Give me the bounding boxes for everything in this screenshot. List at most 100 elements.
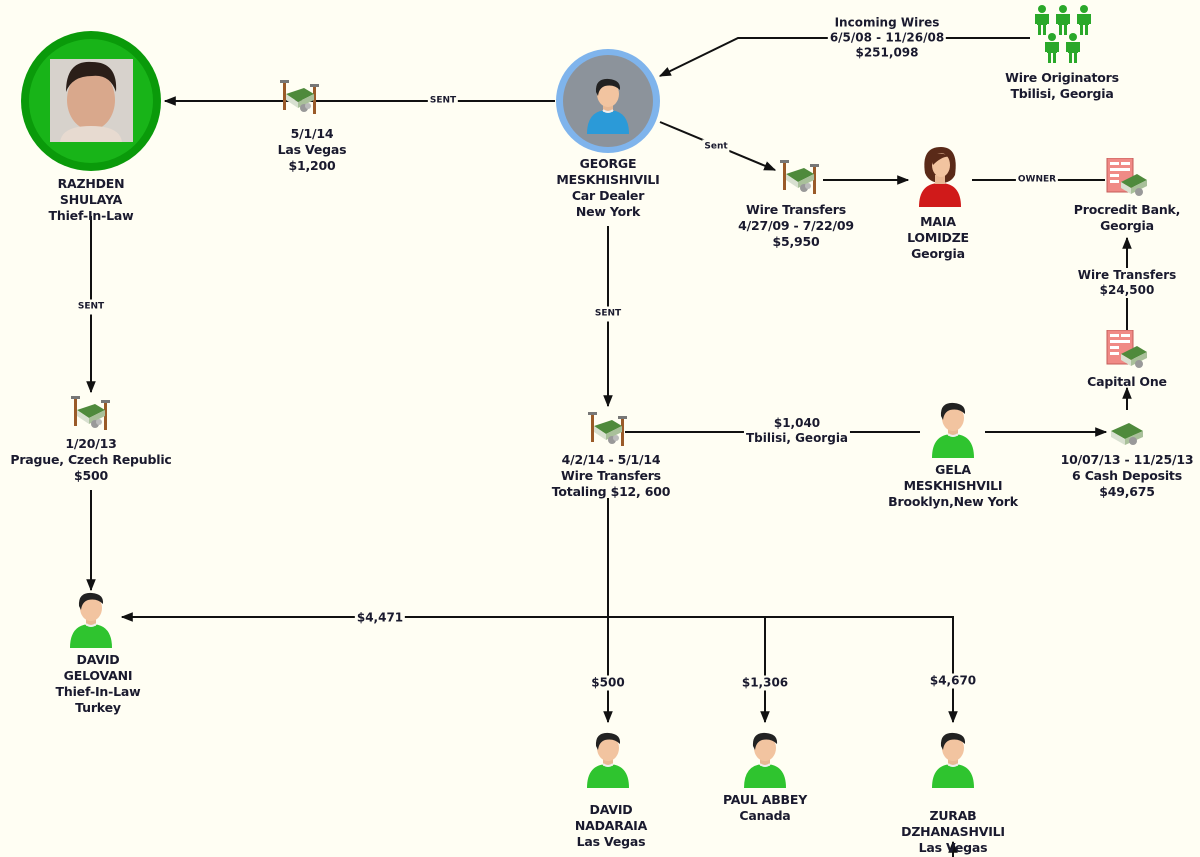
node-label-line: PAUL ABBEY (722, 792, 808, 807)
node-label-line: Georgia (1100, 218, 1154, 233)
group-people-icon[interactable] (1056, 5, 1070, 35)
node-label-line: $49,675 (1099, 484, 1155, 499)
edges-layer (86, 37, 1132, 857)
node-label-line: MESKHISHVILI (903, 478, 1003, 493)
group-people-icon[interactable] (1066, 33, 1080, 63)
edge-label-razhden-to-prague: SENT (75, 299, 107, 315)
node-label-line: LOMIDZE (907, 230, 969, 245)
node-label-line: Turkey (75, 700, 121, 715)
person-female-icon[interactable] (919, 147, 961, 207)
node-label-line: Procredit Bank, (1073, 202, 1181, 217)
node-label-line: Canada (739, 808, 791, 823)
edge-to-zurab (765, 616, 958, 724)
edge-label-maia-procredit: OWNER (1015, 172, 1059, 188)
edge-label-line: $251,098 (855, 45, 919, 60)
edge-label-george-to-lv: SENT (427, 93, 459, 109)
person-green-icon[interactable] (743, 731, 787, 788)
money-stack-icon[interactable] (1111, 423, 1143, 445)
node-label-line: Brooklyn,New York (888, 494, 1018, 509)
group-people-icon[interactable] (1035, 5, 1049, 35)
money-transfer-icon[interactable] (71, 396, 110, 430)
node-label-line: Wire Transfers (561, 468, 661, 483)
edge-label-line: $24,500 (1099, 283, 1155, 297)
node-label-line: $5,950 (772, 234, 820, 249)
node-label-line: Wire Originators (1005, 70, 1119, 85)
node-label-line: 10/07/13 - 11/25/13 (1060, 452, 1194, 467)
edge-label-george-to-wire2014: SENT (592, 306, 624, 322)
node-label-line: ZURAB (929, 808, 977, 823)
edge-to-abbey (608, 616, 770, 724)
node-label-line: Wire Transfers (746, 202, 846, 217)
node-label-line: Prague, Czech Republic (10, 452, 172, 467)
node-label-line: Las Vegas (277, 142, 347, 157)
node-label-line: 6 Cash Deposits (1072, 468, 1182, 483)
node-label-line: 1/20/13 (65, 436, 117, 451)
node-label-line: New York (575, 204, 641, 219)
node-label-line: SHULAYA (59, 192, 123, 207)
nodes-layer (21, 5, 1148, 788)
node-label-line: Tbilisi, Georgia (1010, 86, 1114, 101)
node-label-line: GEORGE (579, 156, 637, 171)
money-transfer-icon[interactable] (588, 412, 627, 446)
edge-label-line: Wire Transfers (1077, 268, 1177, 282)
money-transfer-icon[interactable] (780, 160, 819, 194)
edge-label-line: Incoming Wires (834, 15, 940, 30)
edge-label-line: $1,040 (773, 416, 821, 430)
node-razhden-shulaya[interactable] (21, 31, 161, 171)
edge-label-line: Tbilisi, Georgia (745, 431, 849, 445)
node-label-procredit: Procredit Bank,Georgia (1073, 202, 1181, 234)
person-green-icon[interactable] (931, 401, 975, 458)
edge-label-george-to-wire2009: Sent (702, 139, 730, 155)
edge-label-to-zurab: $4,670 (927, 673, 979, 689)
person-green-icon[interactable] (586, 731, 630, 788)
node-label-line: DZHANASHVILI (901, 824, 1005, 839)
node-label-line: Capital One (1087, 374, 1167, 389)
person-green-icon[interactable] (931, 731, 975, 788)
node-label-line: DAVID (589, 802, 633, 817)
node-label-line: $1,200 (288, 158, 336, 173)
node-label-line: RAZHDEN (57, 176, 125, 191)
node-label-line: Las Vegas (918, 840, 988, 855)
node-label-line: 4/27/09 - 7/22/09 (738, 218, 854, 233)
node-label-line: Thief-In-Law (55, 684, 141, 699)
node-label-line: 4/2/14 - 5/1/14 (561, 452, 661, 467)
money-transfer-icon[interactable] (280, 80, 319, 114)
node-label-line: GELA (935, 462, 971, 477)
node-label-line: GELOVANI (63, 668, 133, 683)
bank-account-icon[interactable] (1106, 158, 1148, 197)
group-people-icon[interactable] (1045, 33, 1059, 63)
node-label-line: NADARAIA (574, 818, 648, 833)
edge-to-gelovani (120, 498, 609, 622)
node-label-line: $500 (74, 468, 108, 483)
edge-label-to-abbey: $1,306 (739, 675, 791, 691)
node-label-line: Thief-In-Law (48, 208, 134, 223)
node-label-line: MAIA (920, 214, 956, 229)
group-people-icon[interactable] (1077, 5, 1091, 35)
node-label-line: 5/1/14 (290, 126, 334, 141)
node-label-line: MESKHISHIVILI (556, 172, 660, 187)
person-green-icon[interactable] (69, 591, 113, 648)
edge-label-to-nadaraia: $500 (589, 675, 627, 691)
bank-account-icon[interactable] (1106, 330, 1148, 369)
edge-label-line: 6/5/08 - 11/26/08 (829, 30, 945, 45)
node-label-line: Totaling $12, 600 (551, 484, 671, 499)
node-label-line: DAVID (76, 652, 120, 667)
node-label-capital-one: Capital One (1087, 374, 1167, 390)
